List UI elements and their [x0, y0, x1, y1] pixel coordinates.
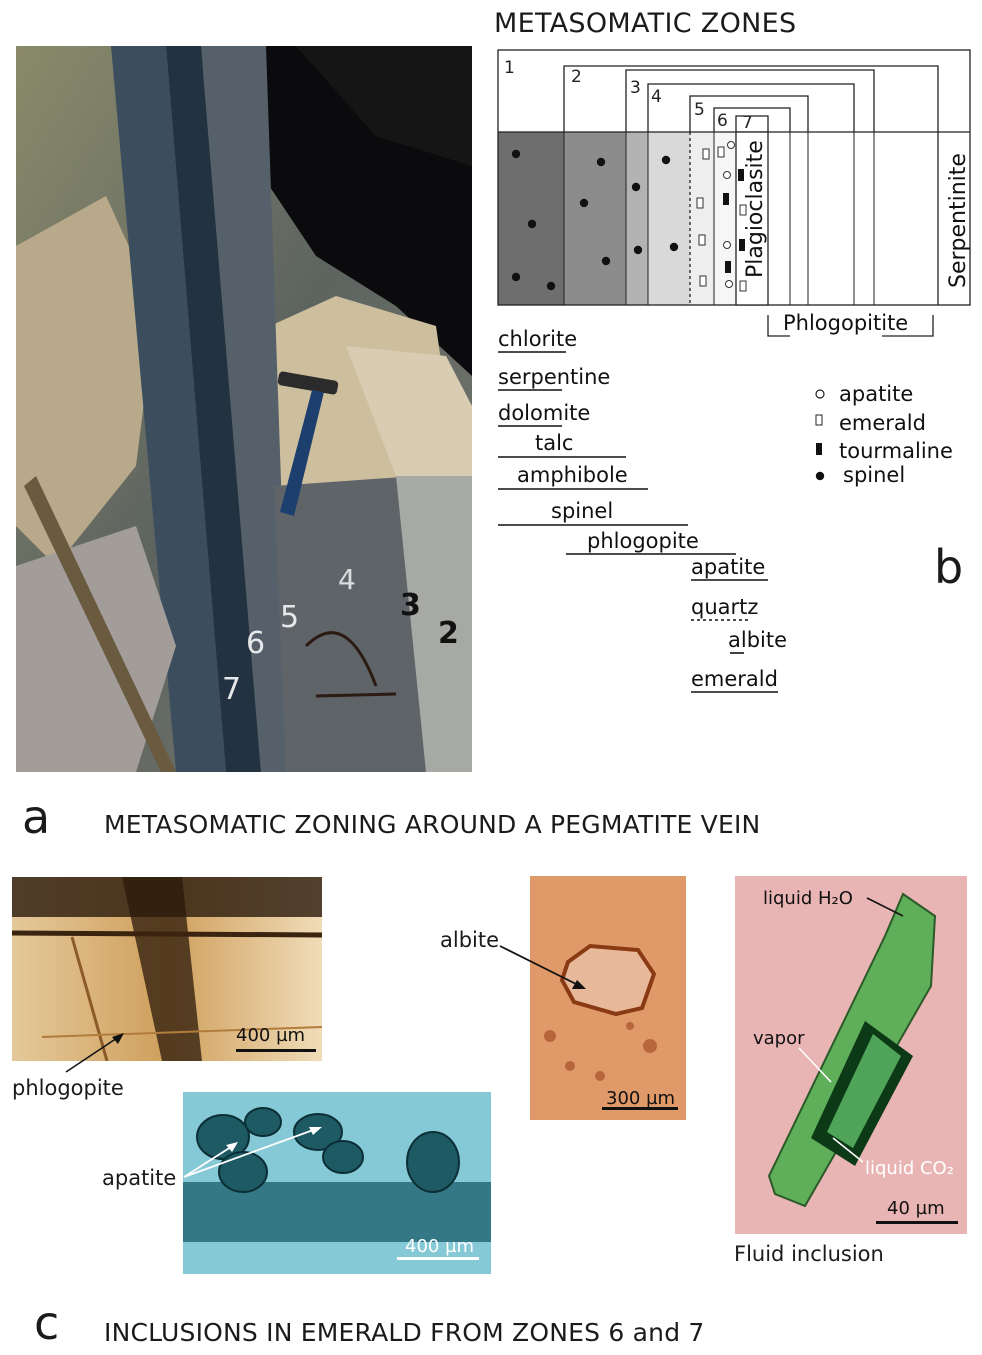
mineral-serpentine: serpentine [498, 365, 610, 389]
mineral-chlorite: chlorite [498, 327, 577, 351]
legend-spinel: spinel [843, 463, 905, 487]
tourmaline-symbol [738, 169, 744, 181]
albite-micrograph: 300 µm [530, 876, 686, 1120]
apatite-symbol [723, 171, 731, 179]
emerald-symbol [739, 204, 747, 216]
apatite-symbol [723, 241, 731, 249]
apatite-arrows [183, 1127, 322, 1178]
emerald-symbol [717, 146, 725, 158]
emerald-symbol [739, 280, 747, 292]
fluid-inclusion-micrograph: 40 µm liquid H₂O vapor liquid CO₂ [735, 876, 967, 1234]
zone-6-fill [714, 132, 736, 305]
photo-zone-label-3: 3 [400, 588, 421, 623]
emerald-symbol [699, 275, 707, 287]
mineral-ranges: chlorite serpentine dolomite talc amphib… [498, 327, 787, 693]
legend-apatite-icon [815, 389, 825, 399]
spinel-dot [579, 198, 589, 208]
mineral-quartz: quartz [691, 595, 758, 619]
legend-apatite: apatite [839, 382, 913, 406]
zones-diagram: 1 2 3 4 5 6 7 Plagioclasite Serpentinite… [497, 49, 971, 337]
albite-arrow [499, 945, 586, 989]
phlogopitite-label: Phlogopitite [783, 311, 908, 335]
apatite-symbol [725, 280, 733, 288]
caption-a: METASOMATIC ZONING AROUND A PEGMATITE VE… [104, 810, 761, 839]
mineral-dolomite: dolomite [498, 401, 590, 425]
emerald-symbol [698, 234, 706, 246]
apatite-scale-label: 400 µm [405, 1236, 475, 1257]
spinel-dots [511, 149, 679, 291]
fluid-inclusion-caption: Fluid inclusion [734, 1242, 884, 1266]
emerald-symbol [702, 148, 710, 160]
liquid-co2-label: liquid CO₂ [865, 1158, 954, 1179]
zone-number-7: 7 [742, 113, 753, 133]
legend-tourmaline: tourmaline [839, 439, 953, 463]
spinel-dot [669, 242, 679, 252]
photo-zone-label-5: 5 [280, 600, 300, 635]
liquid-h2o-label: liquid H₂O [763, 888, 853, 909]
zone-number-2: 2 [571, 67, 582, 87]
mineral-emerald: emerald [691, 667, 778, 691]
tourmaline-symbol [725, 261, 731, 273]
spinel-dot [546, 281, 556, 291]
zone-number-5: 5 [694, 100, 705, 120]
legend-emerald-icon [815, 414, 823, 426]
spinel-dot [511, 149, 521, 159]
diagram-title: METASOMATIC ZONES [494, 8, 797, 39]
plagioclasite-box [735, 131, 769, 306]
apatite-label: apatite [102, 1166, 177, 1190]
outcrop-photo: 4 5 6 7 3 2 [16, 46, 472, 772]
zone-number-3: 3 [630, 78, 641, 98]
zone-number-4: 4 [651, 87, 662, 107]
phlogopite-label: phlogopite [12, 1076, 124, 1100]
zone-3-fill [626, 132, 648, 305]
symbol-legend: apatite emerald tourmaline spinel [815, 382, 953, 487]
mineral-spinel: spinel [551, 499, 613, 523]
spinel-dot [511, 272, 521, 282]
apatite-micrograph: 400 µm [183, 1092, 491, 1274]
plagioclasite-label: Plagioclasite [743, 140, 768, 278]
outcrop-photo-art [16, 46, 472, 772]
photo-zone-label-4: 4 [338, 563, 356, 596]
zone-1-fill [498, 132, 564, 305]
spinel-dot [596, 157, 606, 167]
emerald-symbol [696, 197, 704, 209]
fluid-scale-label: 40 µm [887, 1198, 945, 1219]
mineral-phlogopite: phlogopite [587, 529, 699, 553]
panel-letter-c: c [34, 1296, 60, 1350]
spinel-dot [601, 256, 611, 266]
legend-tourmaline-icon [816, 443, 822, 455]
tourmaline-symbol [723, 193, 729, 205]
caption-c: INCLUSIONS IN EMERALD FROM ZONES 6 and 7 [104, 1318, 705, 1347]
mineral-amphibole: amphibole [517, 463, 628, 487]
zone-2-fill [564, 132, 626, 305]
zone-number-6: 6 [717, 111, 728, 131]
mineral-apatite: apatite [691, 555, 765, 579]
serpentinite-label: Serpentinite [946, 153, 971, 288]
albite-label: albite [440, 928, 500, 952]
spinel-dot [633, 245, 643, 255]
panel-letter-a: a [22, 790, 51, 844]
tourmaline-symbol [739, 239, 745, 251]
phlogopite-scale-label: 400 µm [236, 1025, 306, 1046]
vapor-label: vapor [753, 1028, 805, 1049]
spinel-dot [527, 219, 537, 229]
spinel-dot [631, 182, 641, 192]
legend-emerald: emerald [839, 411, 926, 435]
phlogopite-arrow [65, 1033, 124, 1073]
fluid-pointers [798, 897, 904, 1163]
panel-letter-b: b [934, 540, 964, 594]
phlogopite-micrograph: 400 µm [12, 877, 322, 1061]
photo-zone-label-6: 6 [246, 626, 266, 661]
photo-zone-label-2: 2 [438, 616, 459, 651]
mineral-talc: talc [535, 431, 573, 455]
spinel-dot [661, 155, 671, 165]
apatite-symbol [727, 141, 735, 149]
photo-zone-label-7: 7 [222, 672, 242, 707]
albite-scale-label: 300 µm [606, 1088, 676, 1109]
mineral-albite: albite [728, 628, 787, 652]
zone-number-1: 1 [504, 58, 515, 78]
legend-spinel-icon [815, 471, 825, 481]
